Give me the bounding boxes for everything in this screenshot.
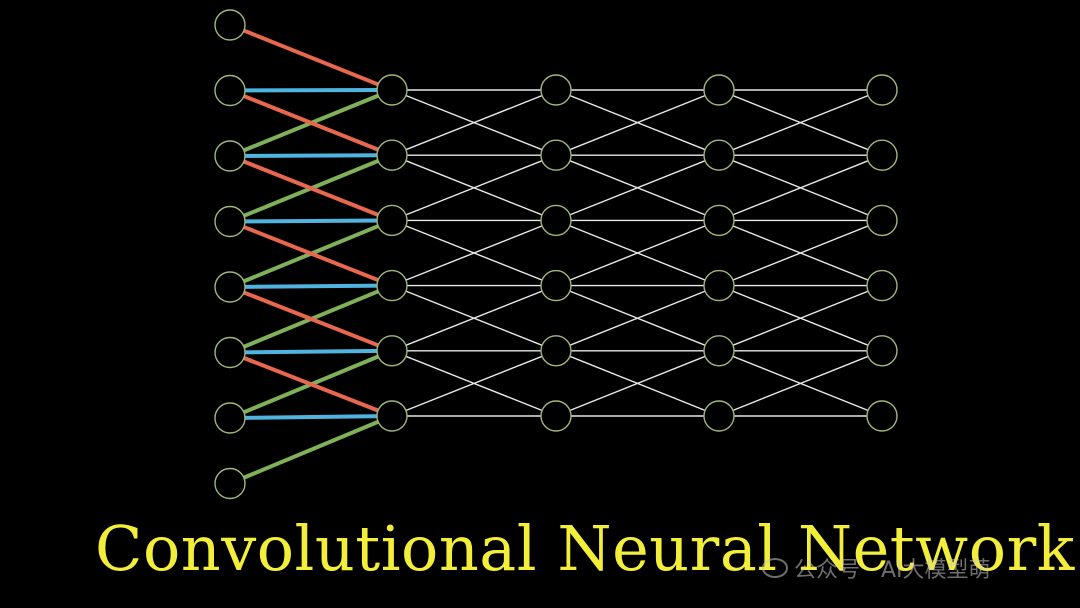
conv-edge-middle (228, 153, 394, 158)
hidden-node-layer-3 (703, 335, 735, 367)
conv-edge-left (228, 219, 394, 288)
input-node (214, 336, 246, 369)
dense-edge (555, 89, 720, 156)
conv-edge-right (228, 414, 394, 486)
dense-edge (391, 89, 557, 156)
hidden-node-layer-2 (540, 335, 572, 367)
hidden-node-layer-3 (703, 74, 735, 106)
dense-edge (718, 219, 883, 287)
diagram-title: Convolutional Neural Network (95, 512, 1075, 585)
conv-edge-middle (228, 348, 394, 355)
hidden-node-layer-3 (703, 139, 735, 171)
hidden-node-layer-3 (703, 269, 735, 302)
conv-edge-middle (228, 414, 394, 420)
watermark: 公众号 · AI大模型萌 (762, 552, 991, 584)
hidden-node-layer-1 (376, 139, 408, 171)
dense-edge (718, 284, 883, 352)
dense-edge (718, 154, 883, 222)
conv-edge-left (228, 350, 394, 418)
hidden-node-layer-3 (703, 204, 735, 237)
dense-edge (718, 350, 883, 417)
dense-edge (391, 219, 557, 287)
input-node (214, 9, 246, 41)
hidden-node-layer-1 (376, 335, 408, 367)
hidden-node-layer-4 (866, 74, 898, 106)
hidden-node-layer-4 (866, 335, 898, 367)
dense-edge (391, 350, 557, 417)
hidden-node-layer-4 (866, 269, 898, 302)
edges-group (228, 23, 883, 486)
hidden-node-layer-1 (376, 204, 408, 237)
chat-bubble-icon (762, 558, 788, 578)
hidden-node-layer-2 (540, 269, 572, 302)
dense-edge (555, 284, 720, 352)
input-node (214, 467, 246, 500)
conv-edge-left (228, 154, 394, 223)
hidden-node-layer-2 (540, 400, 572, 432)
dense-edge (718, 89, 883, 156)
hidden-node-layer-1 (376, 400, 408, 432)
hidden-node-layer-2 (540, 74, 572, 106)
conv-edge-left (228, 285, 394, 353)
hidden-node-layer-4 (866, 204, 898, 237)
conv-edge-left (228, 23, 394, 92)
conv-edge-middle (228, 88, 394, 93)
dense-edge (391, 154, 557, 222)
watermark-text: 公众号 · AI大模型萌 (794, 558, 991, 583)
dense-edge (391, 284, 557, 352)
hidden-node-layer-3 (703, 400, 735, 432)
input-node (214, 140, 246, 172)
input-node (214, 402, 246, 434)
dense-edge (555, 154, 720, 222)
nodes-group (214, 9, 898, 500)
conv-edge-left (228, 88, 394, 158)
hidden-node-layer-4 (866, 400, 898, 432)
input-node (214, 74, 246, 107)
conv-edge-middle (228, 218, 394, 224)
hidden-node-layer-1 (376, 74, 408, 106)
hidden-node-layer-2 (540, 139, 572, 171)
dense-edge (555, 350, 720, 417)
dense-edge (555, 219, 720, 287)
hidden-node-layer-4 (866, 139, 898, 171)
input-node (214, 205, 246, 238)
hidden-node-layer-2 (540, 204, 572, 237)
input-node (214, 271, 246, 303)
hidden-node-layer-1 (376, 269, 408, 302)
conv-edge-middle (228, 283, 394, 289)
